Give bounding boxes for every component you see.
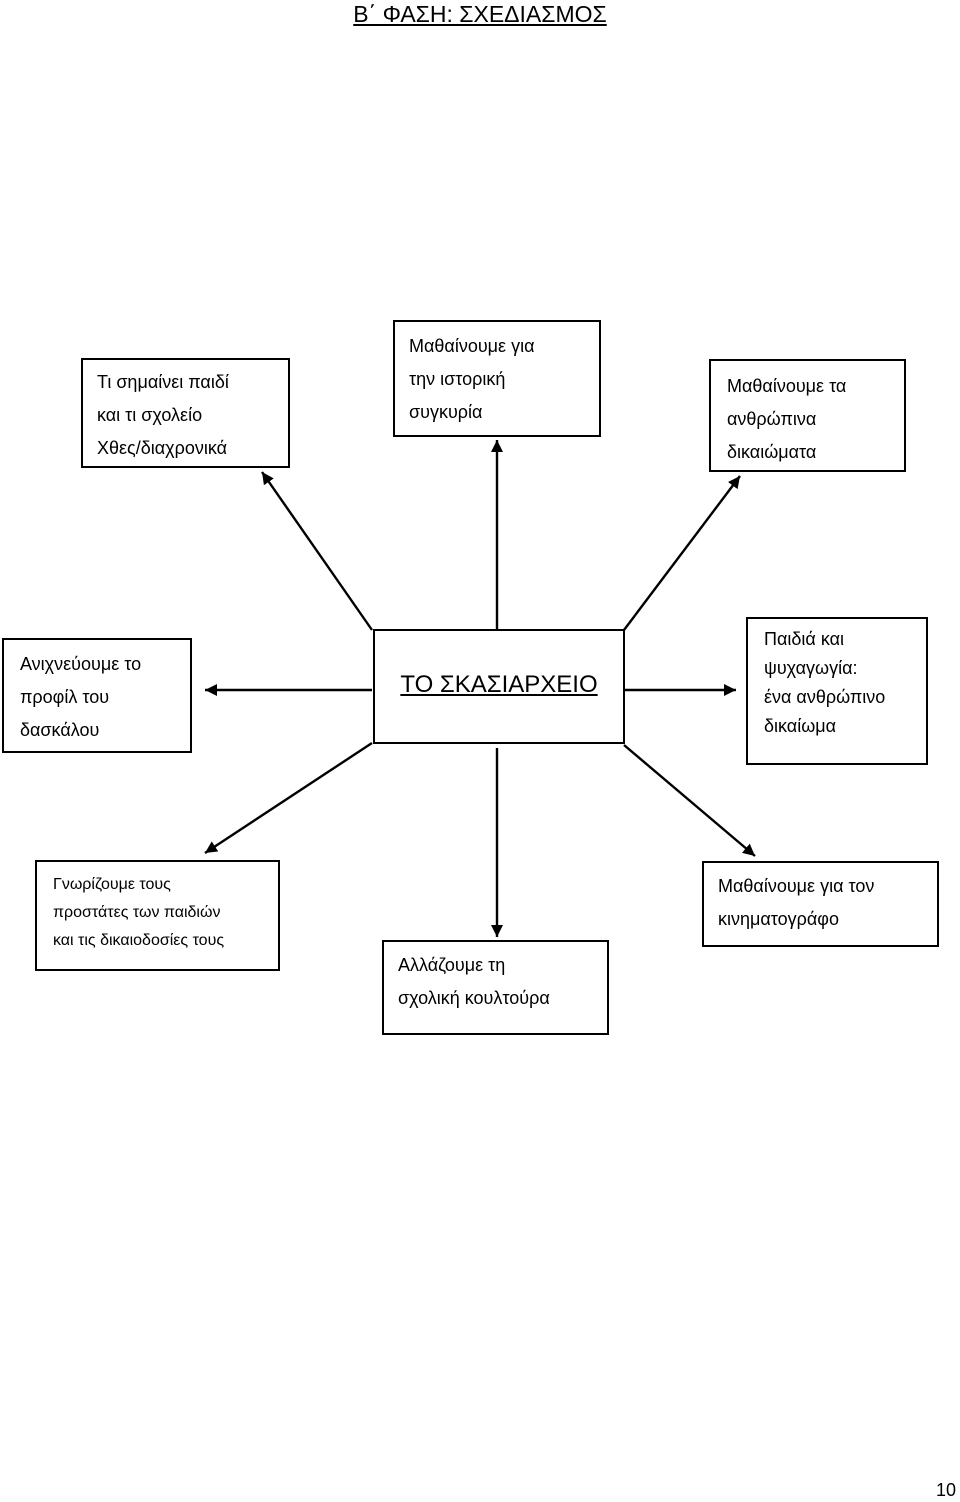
node-line: Μαθαίνουμε για (409, 336, 535, 356)
node-line: σχολική κουλτούρα (398, 988, 550, 1008)
node-left: Ανιχνεύουμε το προφίλ του δασκάλου (2, 638, 192, 753)
node-line: Αλλάζουμε τη (398, 955, 506, 975)
node-top-left: Τι σημαίνει παιδί και τι σχολείο Χθες/δι… (81, 358, 290, 468)
center-node: ΤΟ ΣΚΑΣΙΑΡΧΕΙΟ (373, 629, 625, 744)
node-line: δασκάλου (20, 720, 100, 740)
node-line: συγκυρία (409, 402, 483, 422)
node-line: Μαθαίνουμε για τον (718, 876, 875, 896)
node-line: Τι σημαίνει παιδί (97, 372, 229, 392)
node-line: δικαίωμα (764, 716, 837, 736)
node-line: και τις δικαιοδοσίες τους (53, 932, 225, 949)
node-line: Χθες/διαχρονικά (97, 438, 228, 458)
node-line: ψυχαγωγία: (764, 658, 858, 678)
node-line: Μαθαίνουμε τα (727, 376, 847, 396)
page-title: Β΄ ΦΑΣΗ: ΣΧΕΔΙΑΣΜΟΣ (353, 1, 607, 27)
node-top-center: Μαθαίνουμε για την ιστορική συγκυρία (393, 320, 601, 437)
node-line: και τι σχολείο (97, 405, 203, 425)
node-line: προστάτες των παιδιών (53, 904, 221, 921)
arrow-to-bottom-right (623, 744, 756, 857)
node-line: Παιδιά και (764, 629, 845, 649)
arrow-to-top-left (261, 471, 373, 631)
node-line: προφίλ του (20, 687, 110, 707)
node-top-right: Μαθαίνουμε τα ανθρώπινα δικαιώματα (709, 359, 906, 472)
center-label: ΤΟ ΣΚΑΣΙΑΡΧΕΙΟ (400, 671, 598, 698)
node-bottom-center: Αλλάζουμε τη σχολική κουλτούρα (382, 940, 609, 1035)
arrow-to-bottom-left (204, 741, 373, 855)
node-line: κινηματογράφο (718, 909, 839, 929)
node-line: Ανιχνεύουμε το (20, 654, 142, 674)
node-line: δικαιώματα (727, 442, 817, 462)
arrow-to-top-right (623, 475, 741, 631)
node-right: Παιδιά και ψυχαγωγία: ένα ανθρώπινο δικα… (746, 617, 928, 765)
page-number: 10 (935, 1480, 956, 1500)
node-line: ανθρώπινα (727, 409, 817, 429)
node-line: Γνωρίζουμε τους (53, 876, 171, 893)
node-bottom-left: Γνωρίζουμε τους προστάτες των παιδιών κα… (35, 860, 280, 971)
node-line: την ιστορική (409, 369, 506, 389)
node-bottom-right: Μαθαίνουμε για τον κινηματογράφο (702, 861, 939, 947)
node-line: ένα ανθρώπινο (764, 687, 886, 707)
